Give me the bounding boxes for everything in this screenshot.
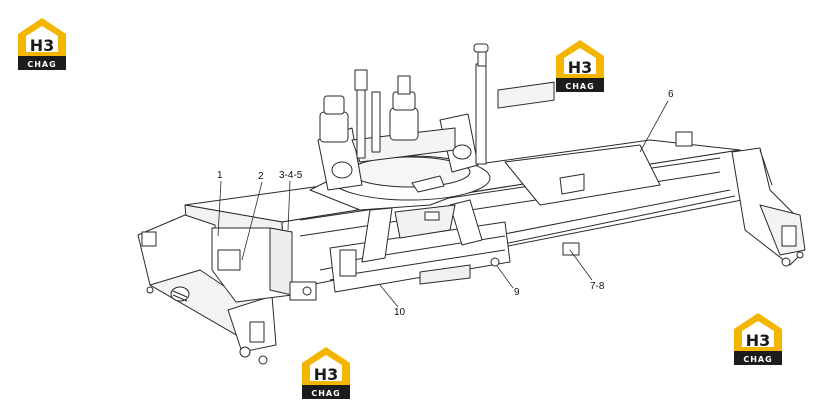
leader-lines xyxy=(217,100,669,308)
callout-10: 10 xyxy=(394,307,406,318)
logo-brand-sub: CHAG xyxy=(743,355,773,364)
rotator-frame xyxy=(309,155,491,263)
watermark-logo: H3 CHAG xyxy=(298,345,354,403)
callout-1: 1 xyxy=(217,170,223,181)
callout-6: 6 xyxy=(668,89,674,100)
callout-9: 9 xyxy=(514,287,520,298)
hydraulic-cylinders xyxy=(354,43,489,165)
logo-brand-main: H3 xyxy=(745,331,771,350)
beam-strut xyxy=(504,144,661,206)
logo-brand-main: H3 xyxy=(29,36,55,55)
head-block xyxy=(317,75,479,191)
callout-7-8: 7-8 xyxy=(590,281,605,292)
inner-section-left xyxy=(211,227,317,303)
logo-brand-sub: CHAG xyxy=(311,389,341,398)
callout-2: 2 xyxy=(258,171,264,182)
logo-brand-sub: CHAG xyxy=(27,60,57,69)
watermark-logo: H3 CHAG xyxy=(14,16,70,74)
right-end-beam xyxy=(675,131,806,267)
logo-brand-main: H3 xyxy=(567,58,593,77)
logo-brand-main: H3 xyxy=(313,365,339,384)
callout-3-4-5: 3-4-5 xyxy=(279,170,303,181)
logo-brand-sub: CHAG xyxy=(565,82,595,91)
left-end-beam xyxy=(137,214,277,365)
watermark-logo: H3 CHAG xyxy=(552,38,608,96)
watermark-logo: H3 CHAG xyxy=(730,311,786,369)
